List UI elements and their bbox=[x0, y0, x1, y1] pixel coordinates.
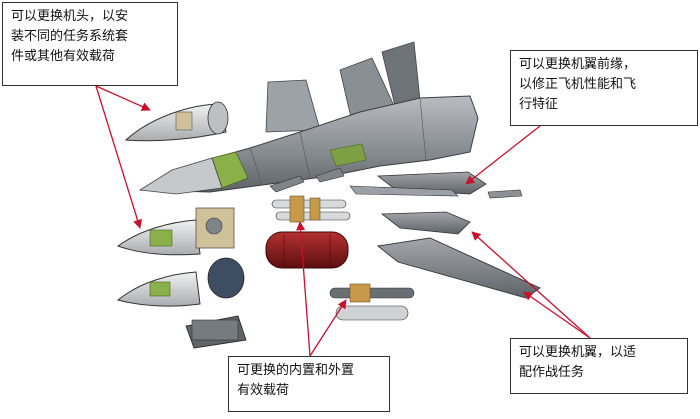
internal-equipment-bay-aft bbox=[329, 143, 367, 167]
payload-munitions-upper bbox=[271, 195, 351, 223]
callout-nose-replacement: 可以更换机头，以安 装不同的任务系统套 件或其他有效载荷 bbox=[2, 2, 178, 86]
callout-line: 可以更换机翼，以适 bbox=[519, 345, 637, 360]
callout-line: 有效载荷 bbox=[237, 383, 290, 398]
callout-line: 件或其他有效载荷 bbox=[11, 49, 116, 64]
leading-edge-strip-2 bbox=[349, 185, 459, 197]
callout-line: 以修正飞机性能和飞 bbox=[519, 77, 637, 92]
alt-nose-section-1 bbox=[116, 207, 235, 256]
internal-payload-canister bbox=[265, 231, 349, 269]
detached-nose-cone bbox=[124, 101, 229, 142]
callout-arrows bbox=[95, 85, 591, 357]
callout-line: 可以更换机翼前缘， bbox=[519, 57, 637, 72]
callout-wing-replacement: 可以更换机翼，以适 配作战任务 bbox=[510, 338, 688, 394]
aircraft-fuselage bbox=[138, 41, 479, 195]
alt-nose-section-2 bbox=[116, 257, 245, 307]
alt-nose-section-3 bbox=[185, 315, 247, 349]
external-munition bbox=[329, 283, 415, 321]
callout-line: 行特征 bbox=[519, 97, 559, 112]
callout-line: 可更换的内置和外置 bbox=[237, 363, 355, 378]
leading-edge-strip-3 bbox=[487, 189, 523, 199]
callout-line: 配作战任务 bbox=[519, 365, 585, 380]
callout-wing-leading-edge: 可以更换机翼前缘， 以修正飞机性能和飞 行特征 bbox=[510, 50, 698, 126]
callout-line: 装不同的任务系统套 bbox=[11, 29, 129, 44]
callout-payload: 可更换的内置和外置 有效载荷 bbox=[228, 356, 390, 412]
fuselage-nose bbox=[138, 157, 223, 195]
callout-line: 可以更换机头，以安 bbox=[11, 9, 129, 24]
wing-leading-edge-parts bbox=[269, 167, 523, 199]
small-fin-part-2 bbox=[315, 167, 345, 183]
upper-fairing bbox=[265, 79, 321, 133]
wing-panel-upper bbox=[380, 211, 471, 235]
wing-parts bbox=[376, 211, 541, 299]
small-fin-part-1 bbox=[269, 175, 305, 193]
